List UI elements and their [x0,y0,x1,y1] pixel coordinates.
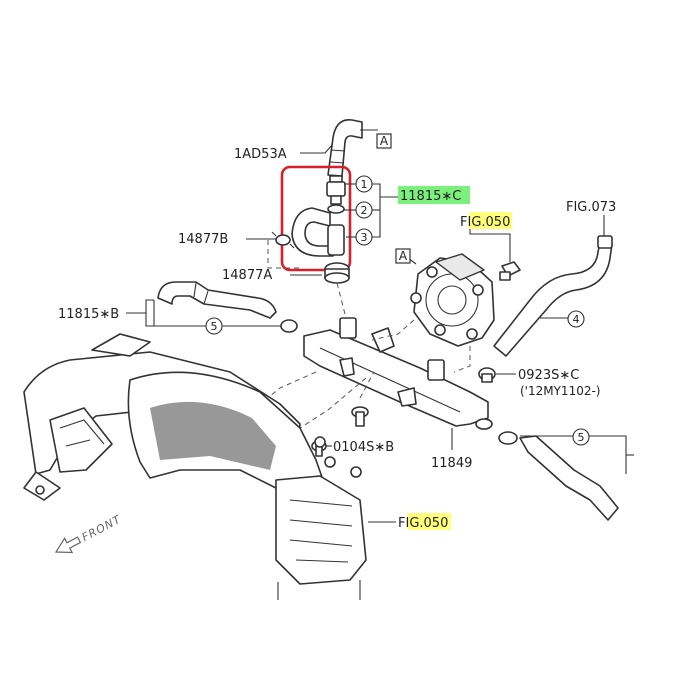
hose-11815b [157,281,277,319]
highlight-box [280,165,352,272]
leader-fig050-top [469,225,511,262]
intake-manifold [23,333,367,600]
clamp-left [280,319,298,333]
ref-a-box-top: A [376,133,392,149]
callout-2: 2 [355,201,373,219]
callout-4: 4 [567,310,585,328]
hose-4 [493,235,613,357]
label-11815c: 11815∗C [400,189,461,204]
callout-1: 1 [355,175,373,193]
front-arrow: FRONT [54,512,124,554]
label-0923sc-note: ('12MY1102-) [520,384,600,398]
label-0923sc: 0923S∗C [518,368,579,383]
svg-text:5: 5 [578,431,585,444]
callout-5a: 5 [205,317,223,335]
fig050-top-highlight [469,212,512,229]
svg-text:2: 2 [361,204,368,217]
label-1ad53a: 1AD53A [234,147,287,162]
hose-11815c [291,207,345,257]
label-11815b: 11815∗B [58,307,119,322]
callout-3: 3 [355,228,373,246]
svg-text:1: 1 [361,178,368,191]
label-fig050-top: FIG.050 [460,215,510,230]
svg-text:5: 5 [211,320,218,333]
label-0104sb: 0104S∗B [333,440,394,455]
green-highlight [398,186,470,204]
clamp-14877b [271,231,295,249]
label-14877b: 14877B [178,232,228,247]
bolt-center [351,406,369,427]
leader-1ad53a [300,144,333,154]
svg-text:3: 3 [361,231,368,244]
clamp-small [327,204,345,214]
bracket-11815b [145,299,155,327]
label-11849: 11849 [431,456,472,471]
svg-text:4: 4 [573,313,580,326]
ref-a-box-mid: A [395,248,411,264]
hose-1ad53a [327,119,363,177]
callout-5b: 5 [572,428,590,446]
clamp-14877a [324,262,350,284]
front-label: FRONT [80,512,124,544]
label-fig050-bottom: FIG.050 [398,516,448,531]
clamp-0923sc [478,367,496,383]
bolt-top-right [499,261,521,281]
fuel-rail-11849 [303,317,493,430]
label-fig073: FIG.073 [566,200,616,215]
fig050-bottom-highlight [408,513,451,530]
pump-housing [410,253,495,347]
label-14877a: 14877A [222,268,272,283]
hose-5-lower [498,431,619,521]
bracket-5b [520,435,627,474]
ref-a-top-letter: A [380,134,389,148]
check-valve [326,175,346,205]
ref-a-mid-letter: A [399,249,408,263]
